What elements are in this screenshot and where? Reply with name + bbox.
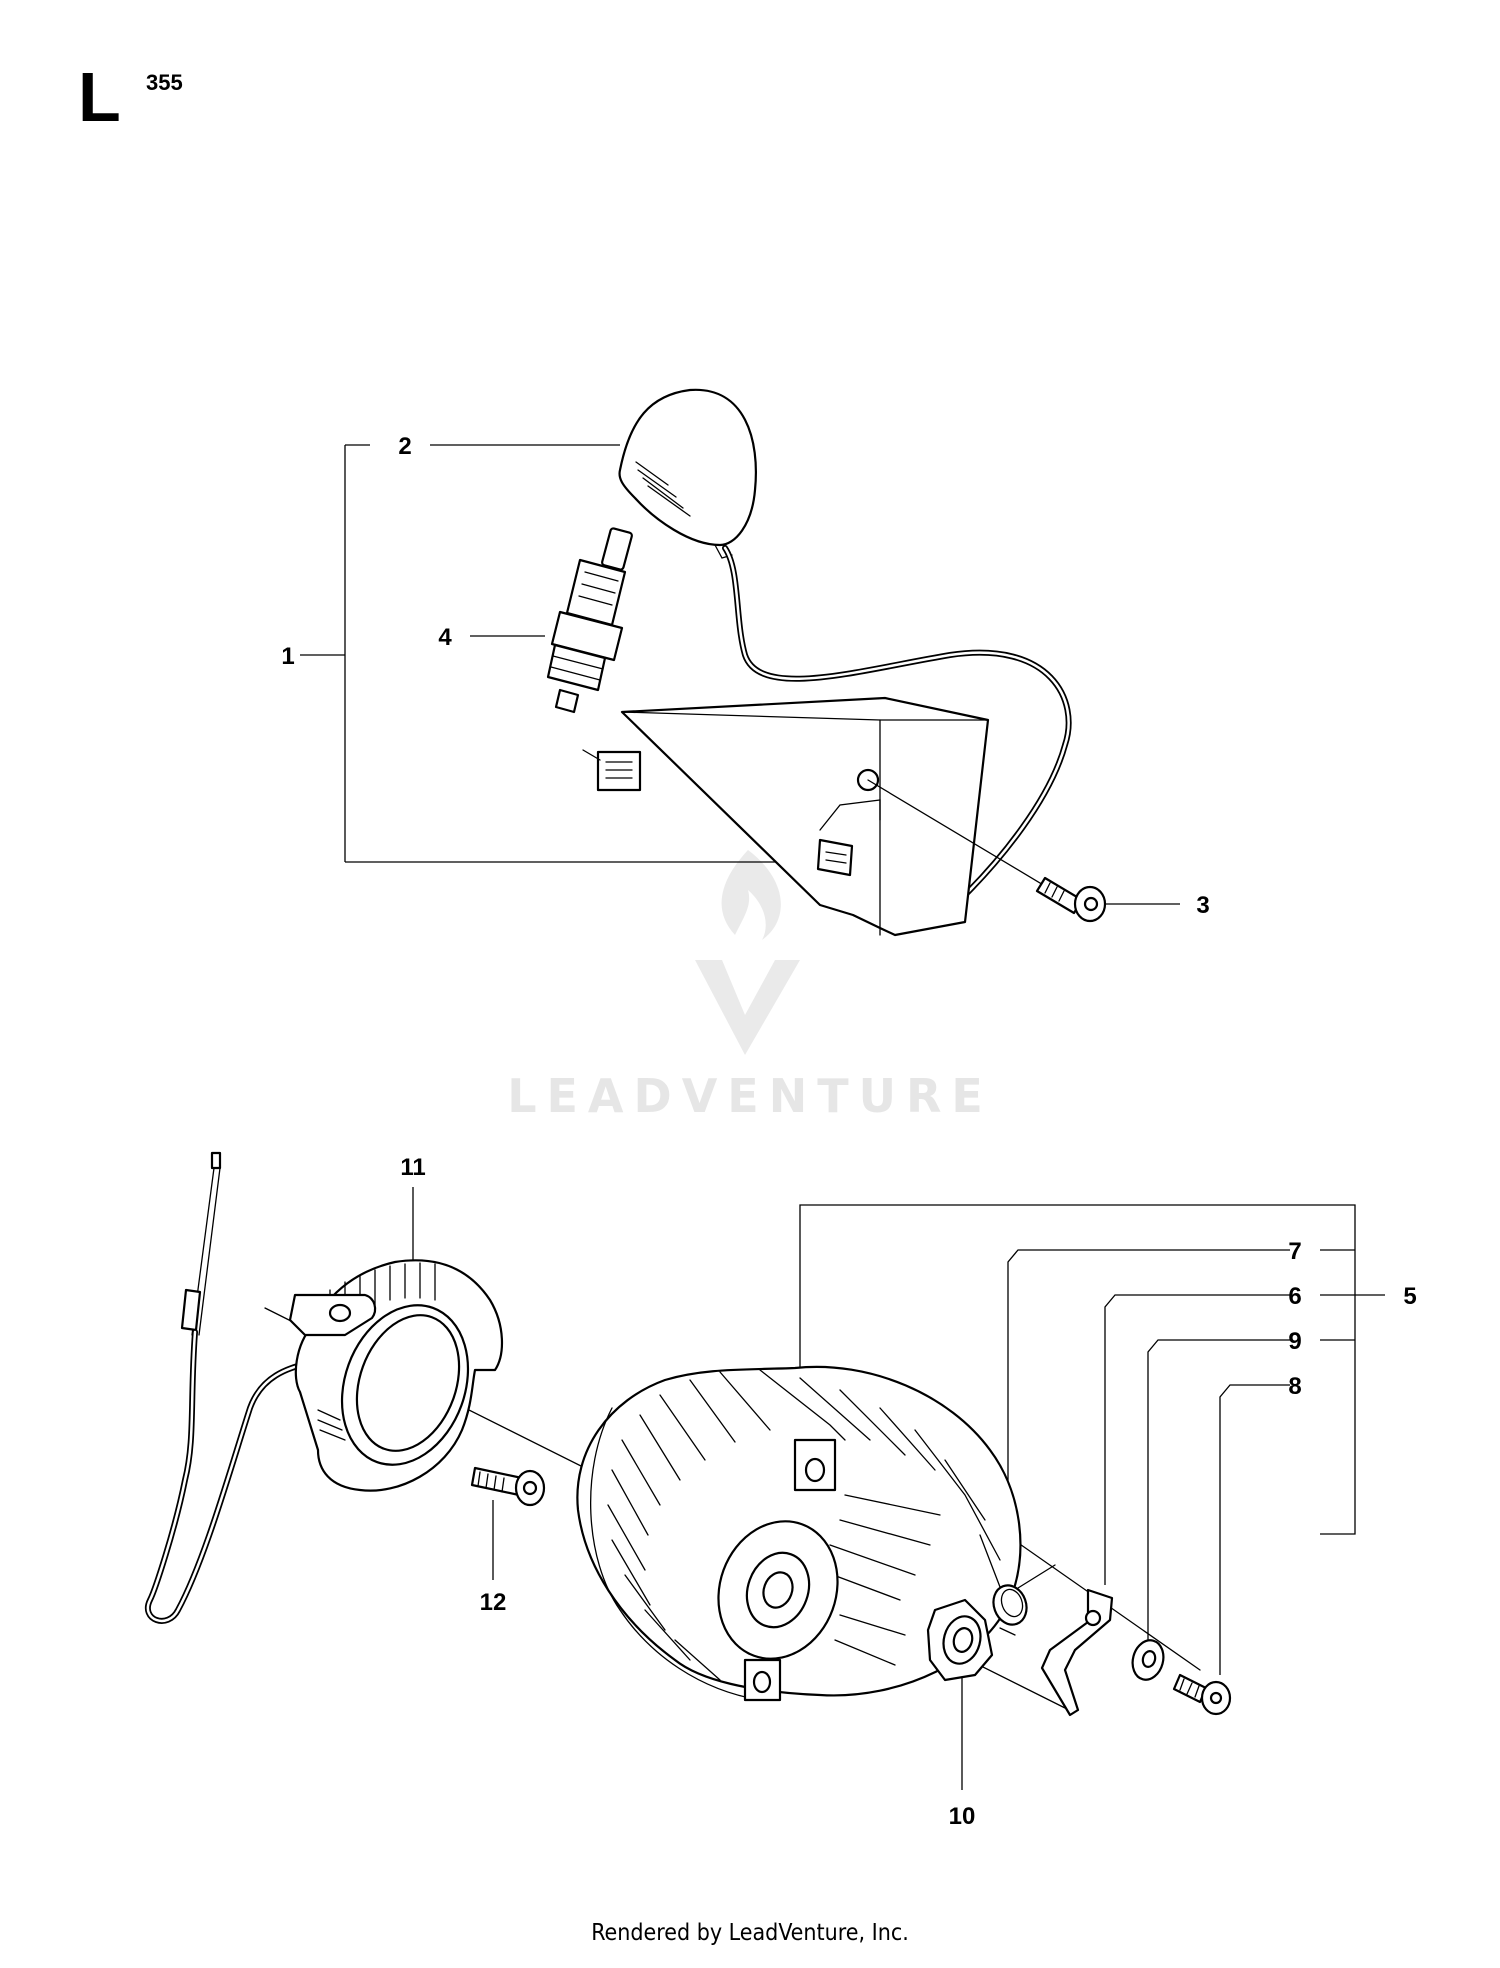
watermark-text: LEADVENTURE [507, 1069, 993, 1123]
pawl-spring [992, 1564, 1056, 1636]
section-letter: L [78, 58, 121, 136]
callout-9: 9 [1288, 1328, 1301, 1355]
leader-line-9 [1147, 1339, 1290, 1640]
callout-6: 6 [1288, 1283, 1301, 1310]
callout-4: 4 [438, 624, 452, 651]
stator-screw [470, 1466, 546, 1507]
callout-3: 3 [1196, 892, 1209, 919]
module-axis-line [867, 779, 1061, 896]
footer-credit: Rendered by LeadVenture, Inc. [591, 1920, 909, 1946]
model-number: 355 [146, 70, 183, 95]
callout-2: 2 [398, 433, 411, 460]
callout-1: 1 [281, 643, 294, 670]
leader-line-1 [300, 444, 805, 863]
callout-5: 5 [1403, 1283, 1416, 1310]
leader-line-5 [799, 1204, 1385, 1535]
sensor-wire [145, 1151, 308, 1624]
leader-line-7 [1007, 1249, 1290, 1590]
flywheel-nut [926, 1598, 994, 1682]
ignition-module [582, 696, 990, 937]
callout-7: 7 [1288, 1238, 1301, 1265]
spark-plug-boot [618, 388, 757, 559]
leader-line-8 [1219, 1384, 1290, 1675]
flame-logo-icon [721, 850, 781, 940]
module-screw [1035, 876, 1107, 923]
starter-pawl [1040, 1588, 1114, 1717]
leadventure-watermark: LEADVENTURE [507, 850, 993, 1123]
callout-12: 12 [480, 1589, 507, 1616]
callout-11: 11 [400, 1154, 425, 1181]
spark-plug [546, 527, 633, 714]
callout-10: 10 [949, 1803, 976, 1830]
v-logo-icon [695, 960, 800, 1055]
flywheel [576, 1365, 1022, 1702]
callout-8: 8 [1288, 1373, 1301, 1400]
washer [1131, 1639, 1165, 1681]
leader-line-6 [1104, 1294, 1290, 1585]
pawl-screw [1172, 1673, 1232, 1716]
ignition-stator-ring [288, 1259, 504, 1492]
